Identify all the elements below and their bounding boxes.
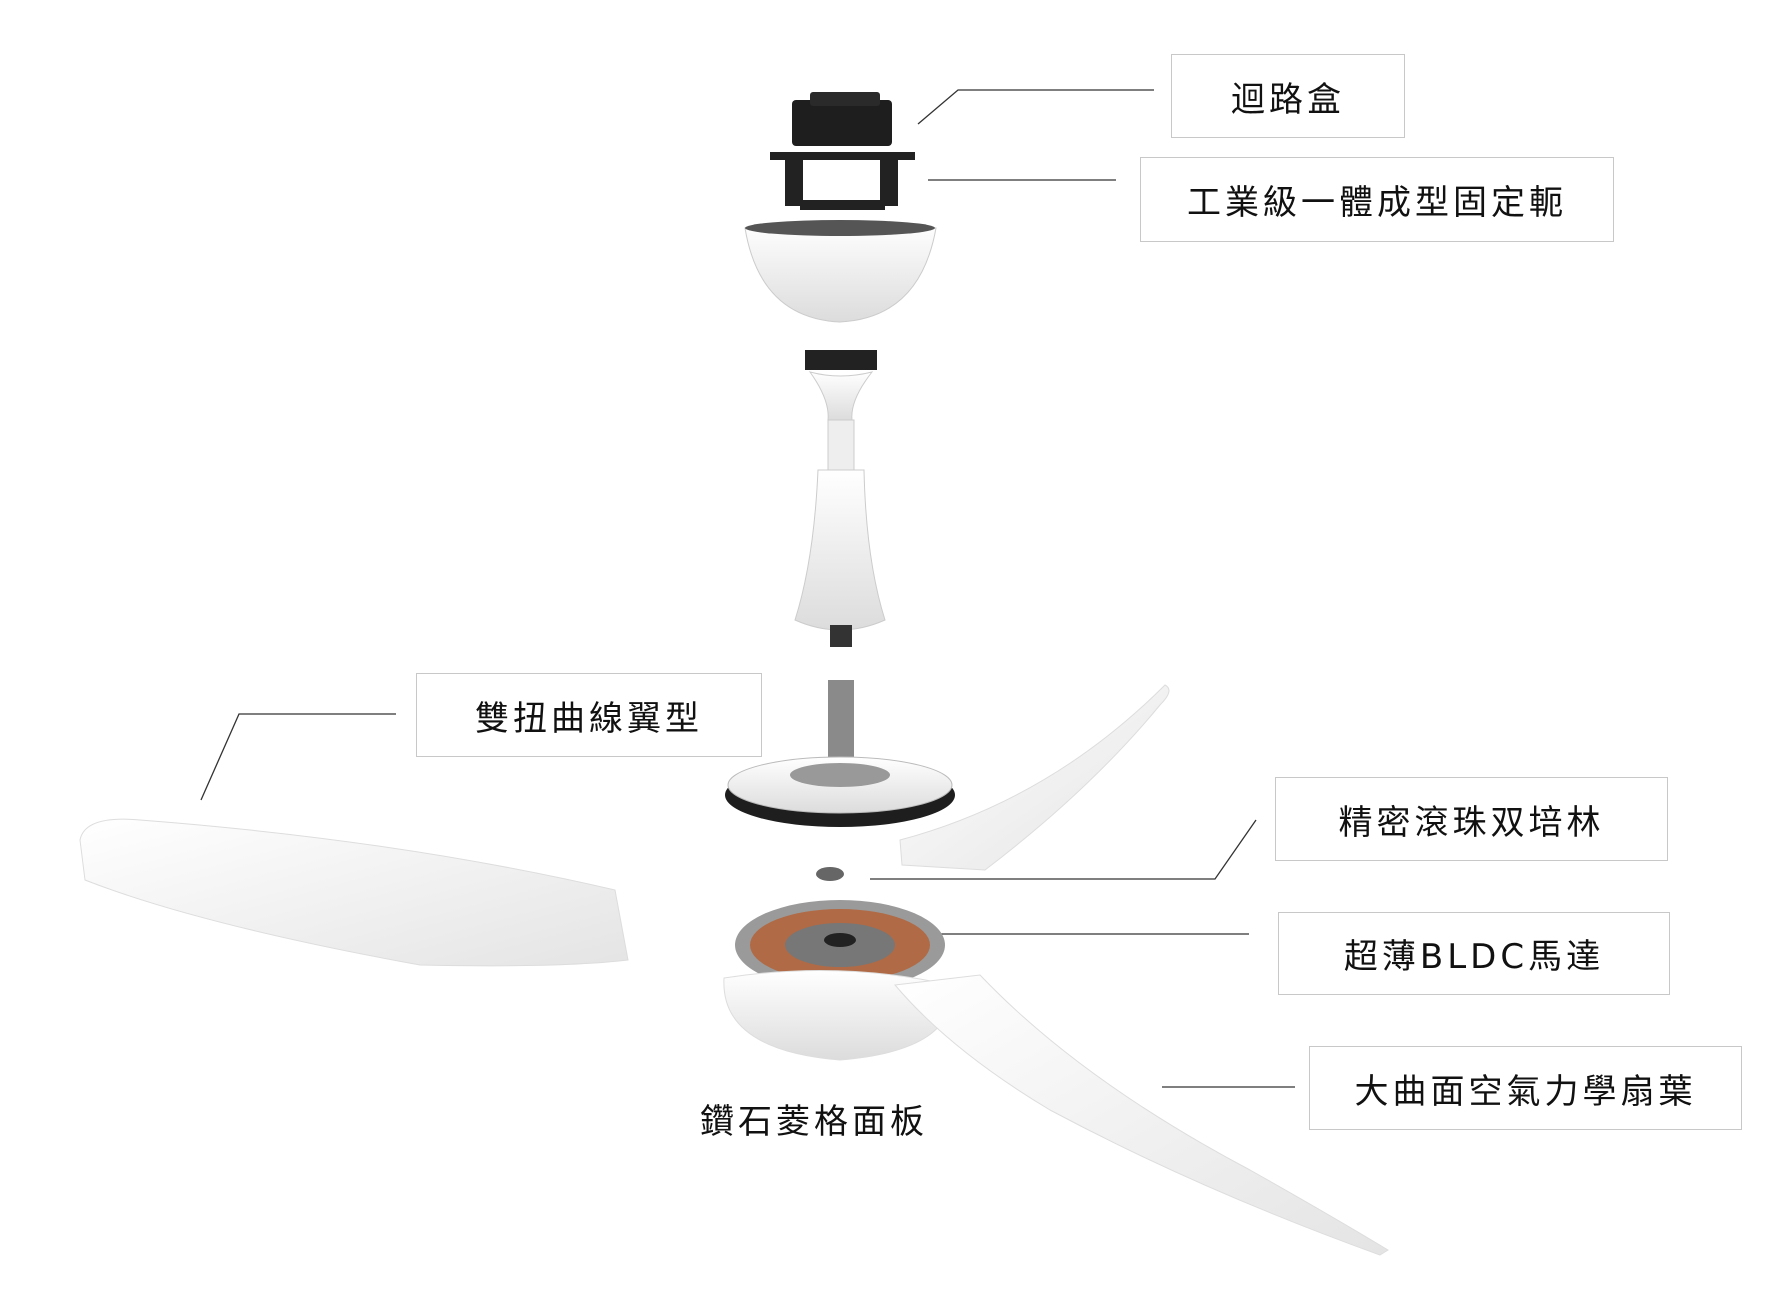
left-blade-part (79, 818, 629, 967)
label-motor: 超薄BLDC馬達 (1278, 912, 1670, 995)
label-text: 精密滾珠双培林 (1338, 802, 1605, 843)
label-panel: 鑽石菱格面板 (700, 1102, 928, 1142)
canopy-part (744, 222, 937, 323)
leader-line-airfoil (200, 713, 396, 801)
label-bearing: 精密滾珠双培林 (1275, 777, 1668, 861)
label-text: 迴路盒 (1231, 79, 1345, 120)
downrod-part (794, 350, 886, 647)
label-mount-bracket: 工業級一體成型固定軛 (1140, 157, 1614, 242)
diamond-panel-part (723, 969, 952, 1061)
mount-bracket-part (770, 152, 915, 210)
label-blade: 大曲面空氣力學扇葉 (1309, 1046, 1742, 1130)
bearing-part (816, 867, 844, 881)
label-airfoil: 雙扭曲線翼型 (416, 673, 762, 757)
control-box-part (792, 92, 892, 146)
label-control-box: 迴路盒 (1171, 54, 1405, 138)
right-lower-blade-part (894, 974, 1389, 1256)
leader-line-control-box (917, 89, 1154, 125)
label-text: 大曲面空氣力學扇葉 (1354, 1071, 1697, 1112)
label-text: 超薄BLDC馬達 (1343, 937, 1605, 977)
right-upper-blade-part (899, 684, 1170, 871)
label-text: 工業級一體成型固定軛 (1187, 183, 1567, 223)
label-text: 雙扭曲線翼型 (475, 698, 703, 739)
leader-line-bearing (870, 819, 1257, 880)
motor-housing-part (725, 680, 955, 827)
motor-part (735, 900, 945, 990)
